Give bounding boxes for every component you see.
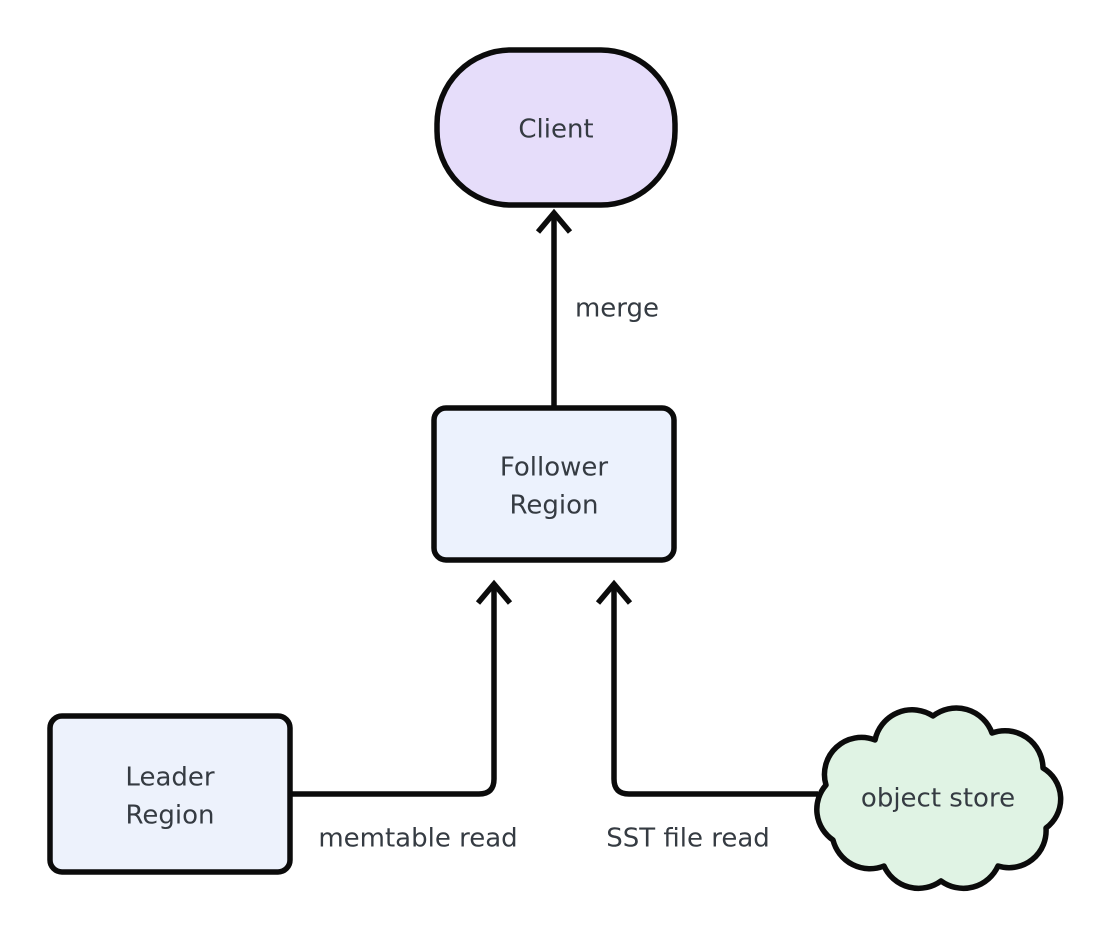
edge-follower-to-client (535, 208, 573, 408)
client-shape (434, 47, 678, 208)
node-leader-region[interactable]: Leader Region (47, 713, 293, 875)
leader-region-shape (47, 713, 293, 875)
node-follower-region[interactable]: Follower Region (431, 405, 677, 563)
arrowhead-merge (535, 208, 573, 234)
leader-region-label-line1: Leader (125, 763, 214, 793)
arrowhead-sst-file-read (595, 579, 633, 605)
edge-store-to-follower (595, 579, 818, 797)
follower-region-shape (431, 405, 677, 563)
edge-line-sst-file-read (611, 588, 818, 797)
edge-label-merge: merge (575, 294, 659, 324)
client-label: Client (518, 115, 593, 145)
follower-region-label-line1: Follower (500, 453, 609, 483)
object-store-label: object store (861, 784, 1015, 814)
edge-label-sst-file-read: SST file read (606, 824, 770, 854)
edge-label-memtable-read: memtable read (318, 824, 517, 854)
object-store-cloud-shape (814, 705, 1064, 892)
node-client[interactable]: Client (434, 47, 678, 208)
node-object-store[interactable]: object store (814, 705, 1064, 892)
arrowhead-memtable-read (475, 579, 513, 605)
edge-leader-to-follower (290, 579, 513, 797)
edge-line-memtable-read (290, 588, 497, 797)
leader-region-label-line2: Region (125, 801, 214, 831)
follower-region-label-line2: Region (509, 491, 598, 521)
